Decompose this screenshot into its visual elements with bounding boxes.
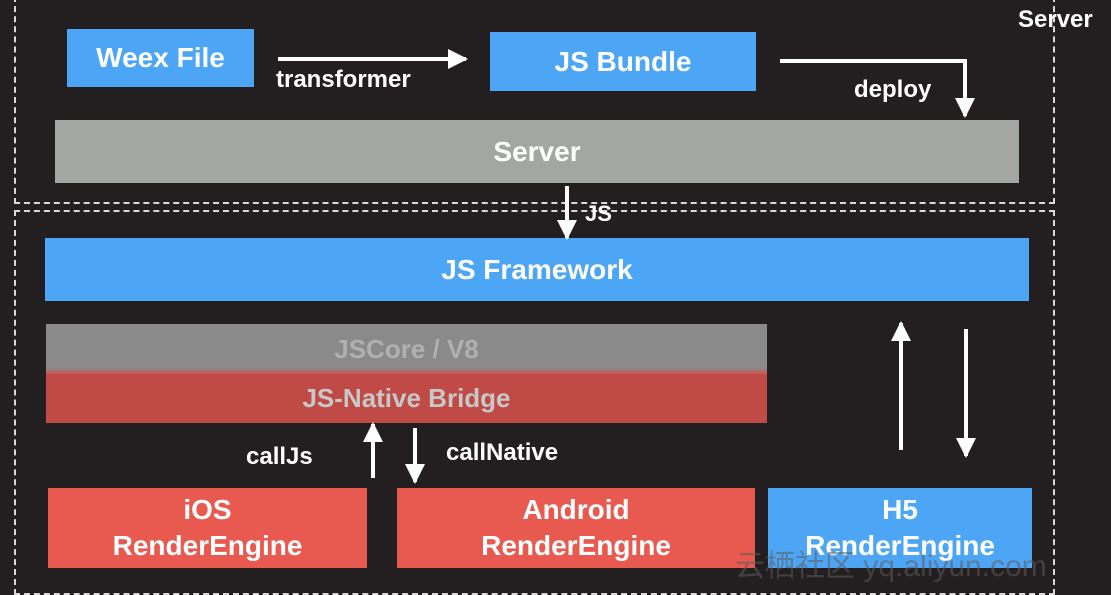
deploy-label: deploy <box>854 76 932 103</box>
js-framework-node: JS Framework <box>45 238 1029 301</box>
server-region-label: Server <box>1018 6 1093 33</box>
deploy-arrow <box>780 59 975 118</box>
server-region <box>14 0 1055 204</box>
callnative-label: callNative <box>446 439 559 466</box>
watermark: 云栖社区 yq.aliyun.com <box>735 550 1047 583</box>
js-bundle-label: JS Bundle <box>554 45 692 77</box>
calljs-label: callJs <box>246 443 313 470</box>
server-node: Server <box>55 120 1019 183</box>
android-render-engine-node: Android RenderEngine <box>397 488 755 568</box>
js-edge-label: JS <box>585 201 612 226</box>
h5-label-line1: H5 <box>882 494 918 525</box>
bridge-node: JS-Native Bridge <box>46 374 767 423</box>
transformer-label: transformer <box>276 66 411 93</box>
jscore-node: JSCore / V8 <box>46 324 767 374</box>
weex-file-node: Weex File <box>67 29 254 87</box>
server-label: Server <box>493 135 581 167</box>
ios-render-engine-node: iOS RenderEngine <box>48 488 367 568</box>
js-bundle-node: JS Bundle <box>490 32 756 91</box>
android-label-line1: Android <box>522 494 630 525</box>
js-framework-label: JS Framework <box>441 253 633 285</box>
h5-render-engine-node: H5 RenderEngine <box>768 488 1032 568</box>
weex-file-label: Weex File <box>96 42 225 73</box>
bridge-label: JS-Native Bridge <box>302 383 511 413</box>
h5-label-line2: RenderEngine <box>805 530 995 561</box>
ios-label-line2: RenderEngine <box>112 530 303 561</box>
jscore-label: JSCore / V8 <box>334 333 479 364</box>
ios-label-line1: iOS <box>183 494 232 525</box>
android-label-line2: RenderEngine <box>481 530 671 561</box>
